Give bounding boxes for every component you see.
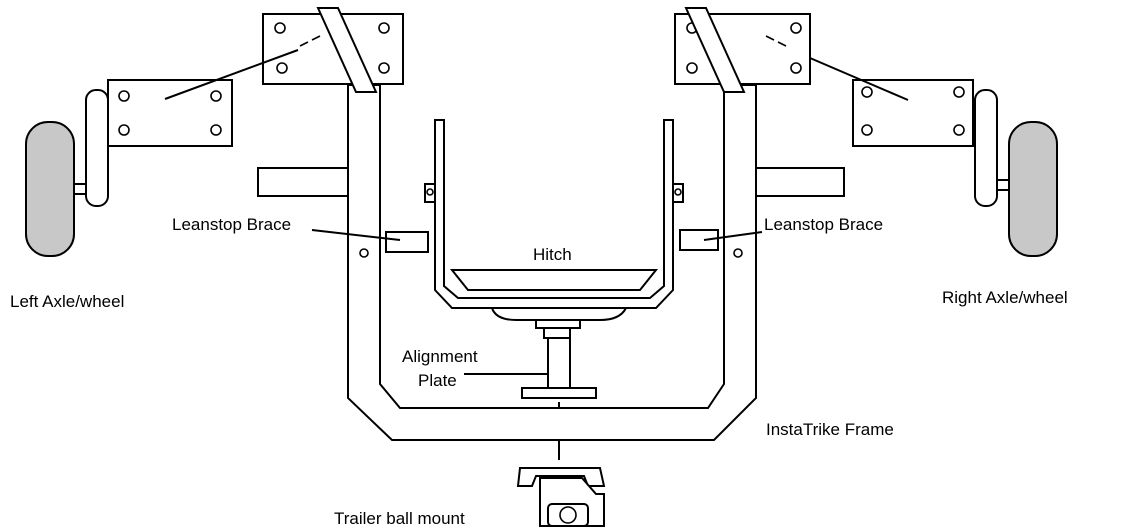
frame-left-stub [257,167,349,197]
right-hub [974,89,998,207]
label-trailer-ball-mount: Trailer ball mount [334,509,465,528]
right-axle-plate [852,79,974,147]
left-axle-assembly [25,49,299,257]
label-left-axle-wheel: Left Axle/wheel [10,292,124,311]
frame-hole-left [359,248,369,258]
label-leanstop-brace-right: Leanstop Brace [764,215,883,234]
trailer-ball-mount [516,467,606,527]
hitch-bracket [434,119,674,309]
leanstop-left-leader [311,229,401,241]
right-axle-assembly [809,57,1058,257]
hitch-plate [449,269,659,291]
label-right-axle-wheel: Right Axle/wheel [942,288,1068,307]
alignment-plate [521,387,597,399]
label-alignment: Alignment [402,347,478,366]
label-hitch: Hitch [533,245,572,264]
leanstop-brace-left [385,231,429,253]
label-instatrike-frame: InstaTrike Frame [766,420,894,439]
right-tire [1008,121,1058,257]
right-top-plate [674,7,811,93]
left-top-plate [262,7,404,93]
left-tire [25,121,75,257]
frame-hole-right [733,248,743,258]
leanstop-brace-right [679,229,719,251]
leanstop-right-leader [703,231,763,241]
left-axle-plate [107,79,233,147]
left-hub [85,89,109,207]
label-leanstop-brace-left: Leanstop Brace [172,215,291,234]
frame-right-stub [755,167,845,197]
label-plate: Plate [418,371,457,390]
hitch-assembly [424,119,684,460]
alignment-stem [547,337,571,389]
